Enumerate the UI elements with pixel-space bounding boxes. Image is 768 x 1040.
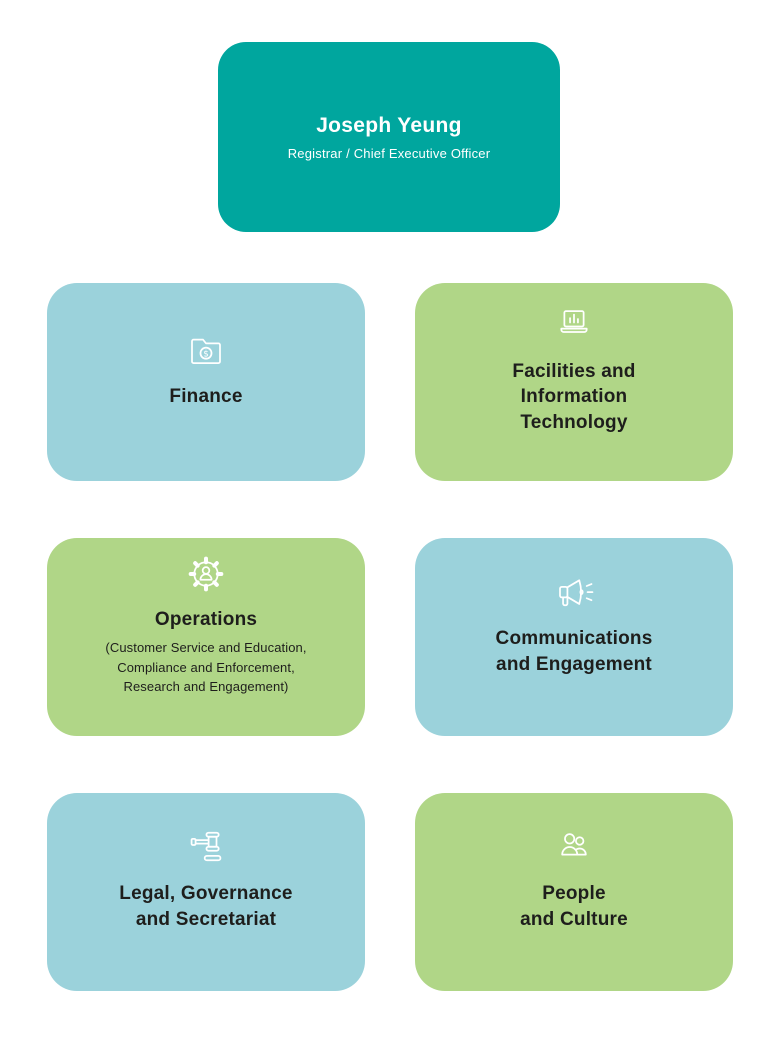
folder-dollar-icon: $ xyxy=(185,330,227,372)
dept-card-people: People and Culture xyxy=(415,793,733,991)
dept-label: Facilities and Information Technology xyxy=(512,360,636,433)
svg-text:$: $ xyxy=(203,350,209,360)
dept-label: Legal, Governance and Secretariat xyxy=(119,883,293,930)
head-card: Joseph Yeung Registrar / Chief Executive… xyxy=(218,42,560,232)
megaphone-icon xyxy=(553,572,595,614)
dept-card-communications: Communications and Engagement xyxy=(415,538,733,736)
dept-label: People and Culture xyxy=(520,883,628,930)
dept-sublabel: (Customer Service and Education, Complia… xyxy=(105,640,307,695)
dept-label: Finance xyxy=(169,386,243,408)
dept-card-facilities-it: Facilities and Information Technology xyxy=(415,283,733,481)
dept-card-legal: Legal, Governance and Secretariat xyxy=(47,793,365,991)
gavel-icon xyxy=(185,827,227,869)
dept-label: Operations xyxy=(154,609,258,631)
people-icon xyxy=(553,827,595,869)
head-title: Registrar / Chief Executive Officer xyxy=(287,145,491,161)
dept-card-finance: $ Finance xyxy=(47,283,365,481)
laptop-chart-icon xyxy=(553,305,595,347)
dept-card-operations: Operations (Customer Service and Educati… xyxy=(47,538,365,736)
head-name: Joseph Yeung xyxy=(316,113,462,137)
gear-person-icon xyxy=(185,553,227,595)
dept-label: Communications and Engagement xyxy=(495,628,653,675)
